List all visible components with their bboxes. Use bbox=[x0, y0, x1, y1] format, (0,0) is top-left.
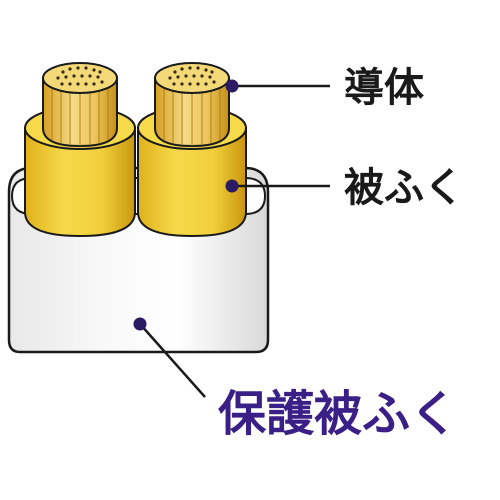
sheath-callout bbox=[133, 317, 206, 398]
conductor-right bbox=[154, 62, 230, 148]
conductor-callout bbox=[225, 79, 330, 93]
sheath-label: 保護被ふく bbox=[218, 386, 458, 442]
sheath-marker-dot bbox=[133, 317, 147, 331]
insulation-marker-dot bbox=[225, 179, 239, 193]
conductor-marker-dot bbox=[225, 79, 239, 93]
conductor-label: 導体 bbox=[344, 65, 424, 111]
conductor-left bbox=[42, 62, 118, 148]
insulation-callout bbox=[225, 179, 330, 193]
insulation-label: 被ふく bbox=[344, 165, 464, 211]
